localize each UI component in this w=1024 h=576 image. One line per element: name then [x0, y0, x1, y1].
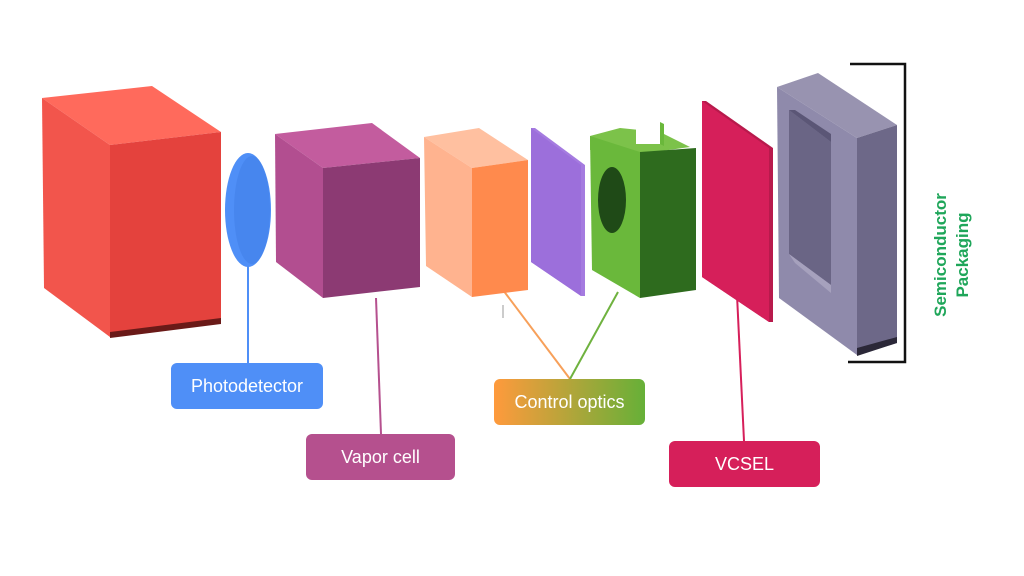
vcsel-label: VCSEL [669, 441, 820, 487]
packaging-line-1: Semiconductor [931, 193, 950, 317]
green-mount [590, 122, 696, 298]
photodetector-lens-rim [234, 156, 270, 264]
packaging-frame [777, 73, 897, 356]
filter-plate [531, 128, 585, 296]
vcsel-leader [736, 294, 745, 442]
vapor-cell-leader [375, 297, 382, 435]
control-optics-label: Control optics [494, 379, 645, 425]
optics-leader-left [502, 289, 571, 380]
photodetector-label: Photodetector [171, 363, 323, 409]
semiconductor-packaging-text: Semiconductor Packaging [930, 193, 974, 317]
housing-block [42, 86, 221, 338]
leader-lines [247, 265, 745, 442]
vcsel-plate [702, 101, 773, 322]
optics-leader-right [569, 291, 619, 380]
packaging-bracket [848, 62, 907, 364]
vapor-cell-label: Vapor cell [306, 434, 455, 480]
optic-block [424, 128, 528, 297]
packaging-line-2: Packaging [953, 212, 972, 298]
semiconductor-packaging-label: Semiconductor Packaging [930, 180, 974, 330]
vapor-cell-cube [275, 123, 420, 298]
